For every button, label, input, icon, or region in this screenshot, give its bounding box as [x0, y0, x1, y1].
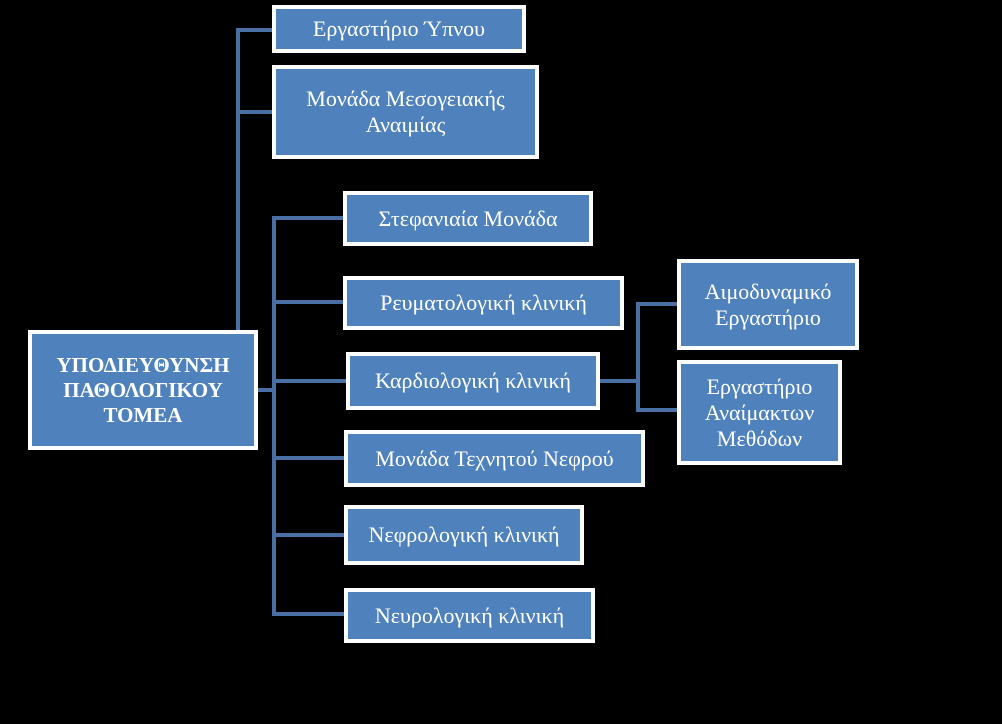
clinic-node-label: Μονάδα Τεχνητού Νεφρού	[375, 445, 614, 471]
clinic-node-nephrology: Νεφρολογική κλινική	[344, 505, 584, 565]
lab-node-label: Εργαστήριο Αναίμακτων Μεθόδων	[704, 373, 815, 451]
lab-node-noninvasive: Εργαστήριο Αναίμακτων Μεθόδων	[677, 360, 842, 465]
lab-node-hemodynamic: Αιμοδυναμικό Εργαστήριο	[677, 259, 859, 350]
clinic-node-label: Ρευματολογική κλινική	[380, 290, 587, 315]
unit-node-anemia: Μονάδα Μεσογειακής Αναιμίας	[272, 65, 539, 159]
clinic-node-label: Στεφανιαία Μονάδα	[378, 205, 558, 231]
root-node: ΥΠΟΔΙΕΥΘΥΝΣΗ ΠΑΘΟΛΟΓΙΚΟΥ ΤΟΜΕΑ	[28, 330, 258, 450]
clinic-node-label: Νευρολογική κλινική	[374, 602, 565, 628]
clinic-node-dialysis: Μονάδα Τεχνητού Νεφρού	[344, 430, 645, 487]
clinic-node-rheumatology: Ρευματολογική κλινική	[343, 276, 624, 330]
unit-node-sleep-lab: Εργαστήριο Ύπνου	[272, 5, 526, 53]
lab-node-label: Αιμοδυναμικό Εργαστήριο	[704, 278, 832, 330]
clinic-node-coronary: Στεφανιαία Μονάδα	[343, 191, 593, 246]
unit-node-label: Εργαστήριο Ύπνου	[312, 16, 486, 41]
clinic-node-label: Καρδιολογική κλινική	[374, 368, 572, 393]
unit-node-label: Μονάδα Μεσογειακής Αναιμίας	[306, 86, 505, 137]
clinic-node-neurology: Νευρολογική κλινική	[344, 588, 595, 643]
clinic-node-label: Νεφρολογική κλινική	[368, 522, 560, 547]
root-node-label: ΥΠΟΔΙΕΥΘΥΝΣΗ ΠΑΘΟΛΟΓΙΚΟΥ ΤΟΜΕΑ	[56, 352, 230, 427]
clinic-node-cardiology: Καρδιολογική κλινική	[346, 352, 600, 410]
